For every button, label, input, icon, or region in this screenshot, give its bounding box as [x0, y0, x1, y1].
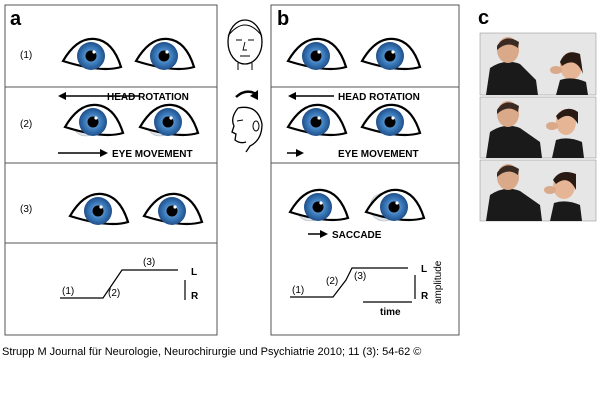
- amplitude-label: amplitude: [433, 260, 444, 304]
- panel-c: c: [478, 7, 597, 222]
- time-label: time: [380, 307, 401, 318]
- trace-label-b-2: (2): [326, 276, 338, 287]
- axis-label-left: L: [191, 267, 197, 278]
- photo-1: [479, 32, 597, 96]
- panel-letter-a: a: [10, 8, 22, 30]
- axis-label-right-b: R: [421, 291, 429, 302]
- head-front-icon: [227, 19, 263, 70]
- panel-a: a (1) (2) (3) HEAD ROTATION EYE MOVEMENT…: [4, 4, 218, 336]
- photo-2: [479, 96, 597, 159]
- row-label-3: (3): [20, 204, 32, 215]
- row-label-2: (2): [20, 119, 32, 130]
- trace-label-1: (1): [62, 286, 74, 297]
- trace-label-2: (2): [108, 288, 120, 299]
- arrow-right-icon: [100, 149, 108, 157]
- trace-label-b-1: (1): [292, 285, 304, 296]
- figure-caption: Strupp M Journal für Neurologie, Neuroch…: [2, 346, 422, 358]
- panel-b: b HEAD ROTATION EYE MOVEMENT SACCADE (1)…: [270, 4, 460, 336]
- axis-label-left-b: L: [421, 264, 427, 275]
- head-turned-icon: [231, 106, 263, 153]
- eye-position-trace-b: [290, 267, 408, 298]
- arrow-right-icon: [320, 230, 328, 238]
- trace-label-3: (3): [143, 257, 155, 268]
- photo-3: [479, 159, 597, 222]
- arrow-right-icon: [296, 149, 304, 157]
- saccade-label: SACCADE: [332, 230, 382, 241]
- panel-letter-c: c: [478, 7, 489, 29]
- row-label-1: (1): [20, 50, 32, 61]
- panel-letter-b: b: [277, 8, 289, 30]
- head-rotation-label: HEAD ROTATION: [107, 92, 189, 103]
- eye-movement-label: EYE MOVEMENT: [112, 149, 193, 160]
- axis-label-right: R: [191, 291, 199, 302]
- trace-label-b-3: (3): [354, 271, 366, 282]
- arrow-left-icon: [288, 92, 296, 100]
- arrow-left-icon: [58, 92, 66, 100]
- eye-movement-label-b: EYE MOVEMENT: [338, 149, 419, 160]
- head-rotation-label-b: HEAD ROTATION: [338, 92, 420, 103]
- eye-position-trace: [60, 269, 178, 299]
- rotation-arrow-icon: [235, 90, 258, 100]
